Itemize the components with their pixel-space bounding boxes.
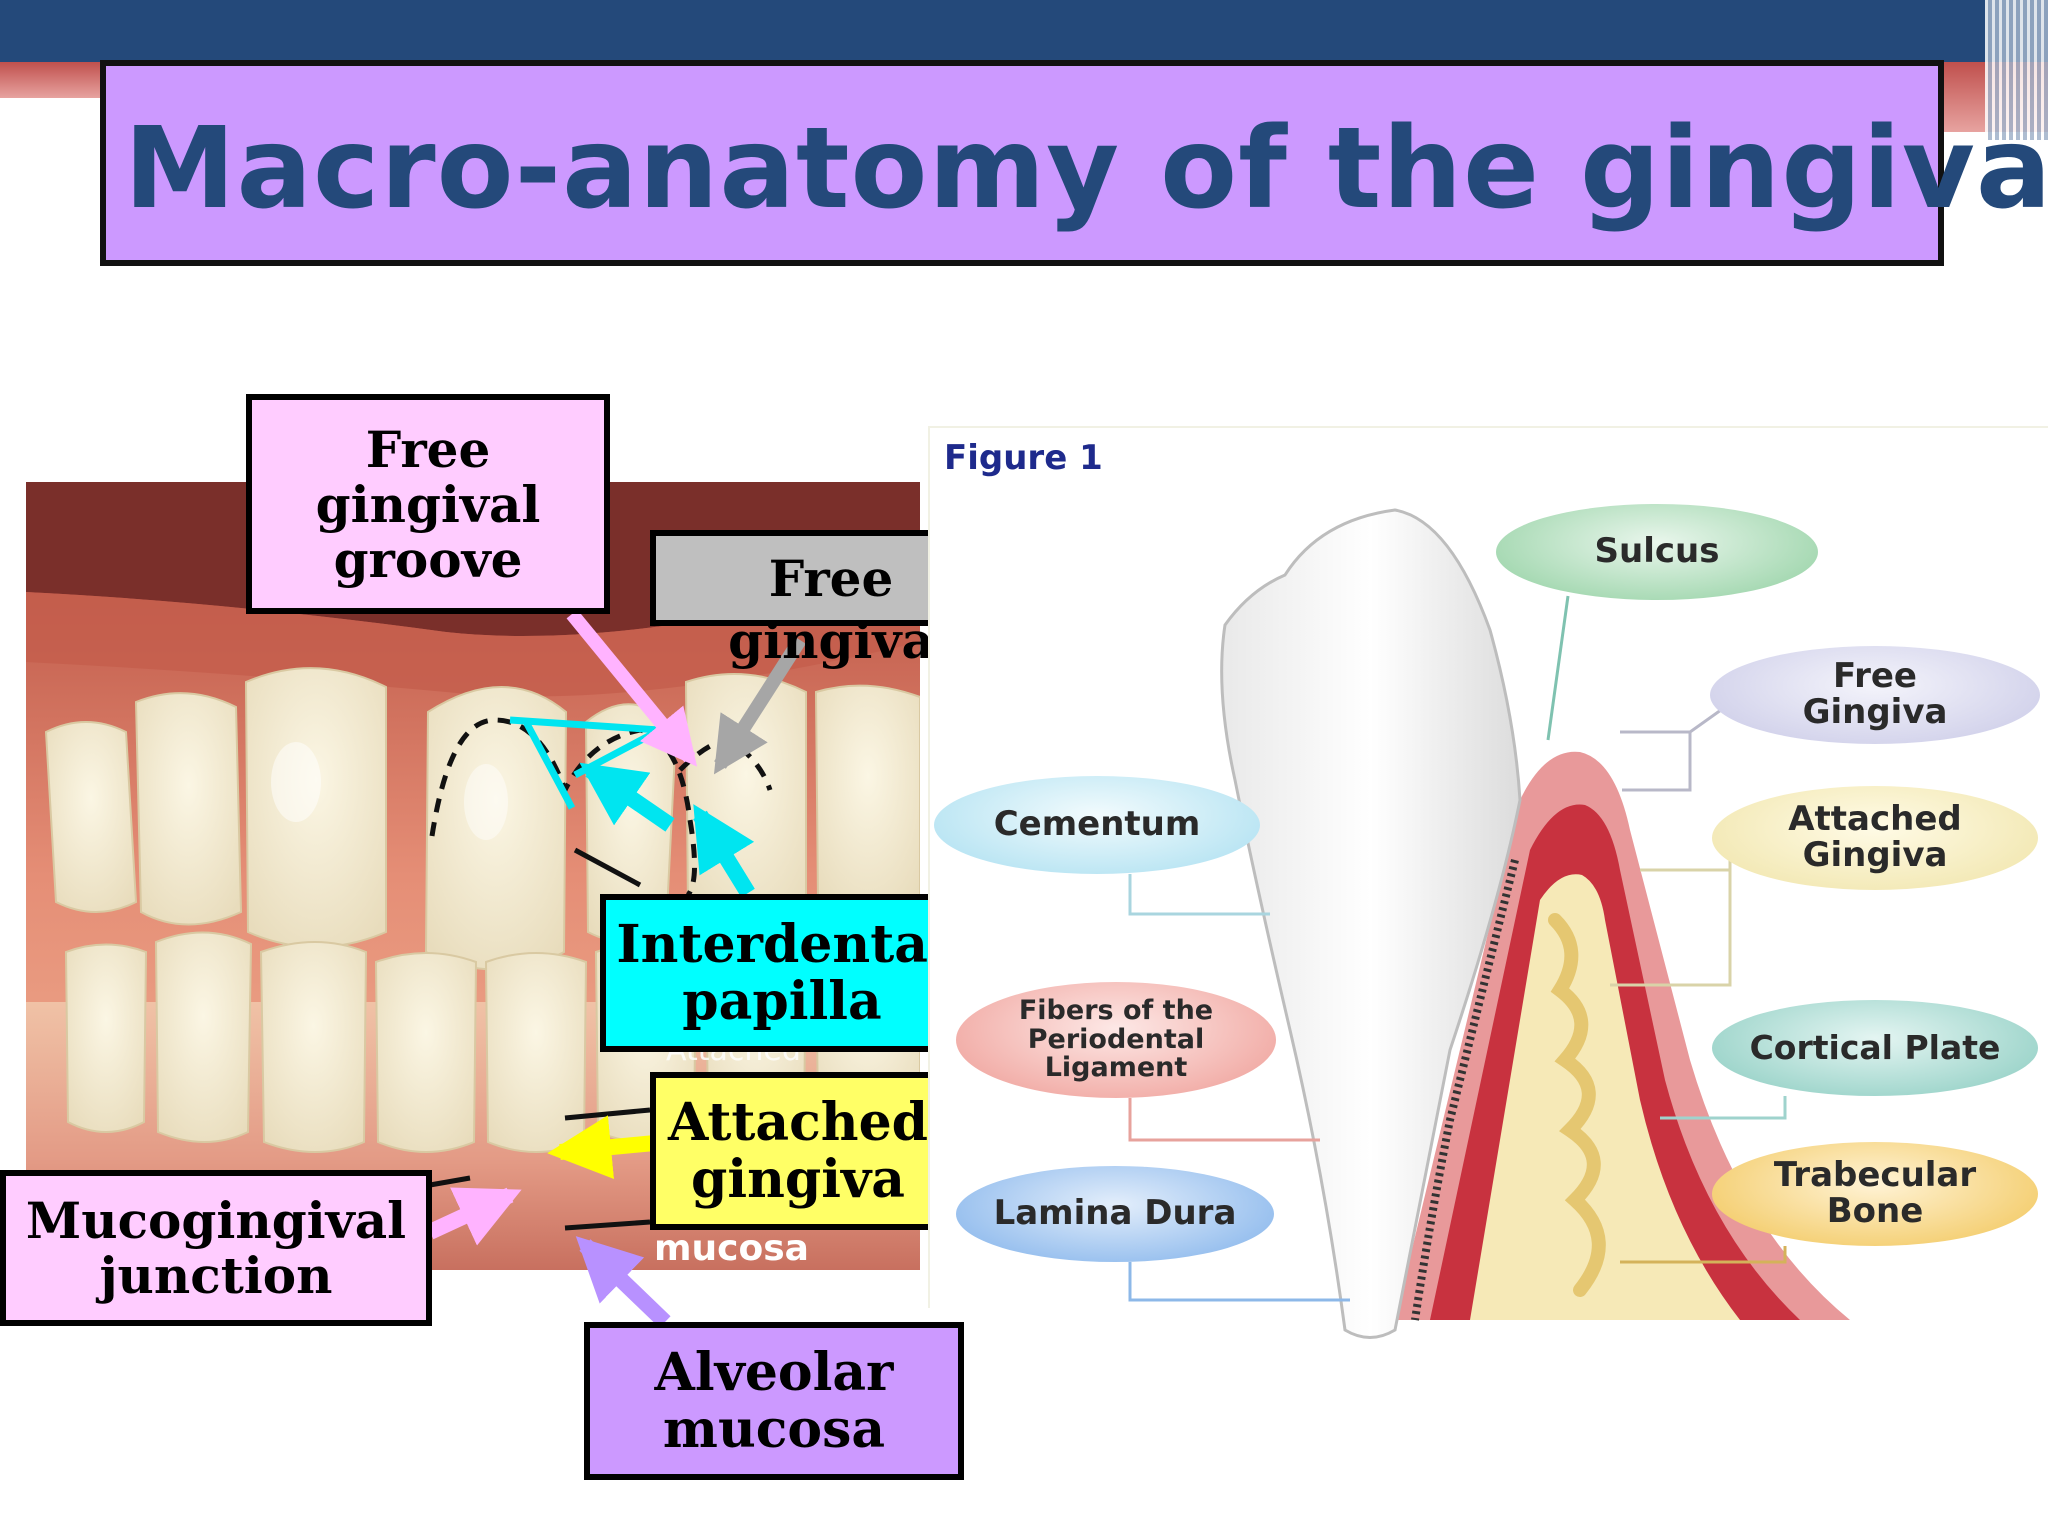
oval-pdl-fibers: Fibers of the Periodental Ligament	[956, 982, 1276, 1098]
oval-sulcus: Sulcus	[1496, 504, 1818, 600]
label-interdental-papilla: Interdental papilla	[600, 894, 964, 1052]
slide-top-bar	[0, 0, 2048, 62]
photo-caption-mucosa: mucosa	[654, 1228, 809, 1269]
figure-title: Figure 1	[944, 438, 1103, 478]
oval-trabecular-bone: Trabecular Bone	[1712, 1142, 2038, 1246]
label-free-gingival-groove: Free gingival groove	[246, 394, 610, 614]
oval-lamina-dura: Lamina Dura	[956, 1166, 1274, 1262]
oval-attached-gingiva: Attached Gingiva	[1712, 786, 2038, 890]
slide-title: Macro-anatomy of the gingiva	[124, 104, 2048, 234]
label-attached-gingiva: Attached gingiva	[650, 1072, 946, 1230]
title-box: Macro-anatomy of the gingiva	[100, 60, 1944, 266]
slide-accent-left	[0, 62, 110, 98]
label-alveolar-mucosa: Alveolar mucosa	[584, 1322, 964, 1480]
oval-cementum: Cementum	[934, 776, 1260, 874]
oval-cortical-plate: Cortical Plate	[1712, 1000, 2038, 1096]
oval-free-gingiva: Free Gingiva	[1710, 646, 2040, 744]
label-mucogingival-junction: Mucogingival junction	[0, 1170, 432, 1326]
